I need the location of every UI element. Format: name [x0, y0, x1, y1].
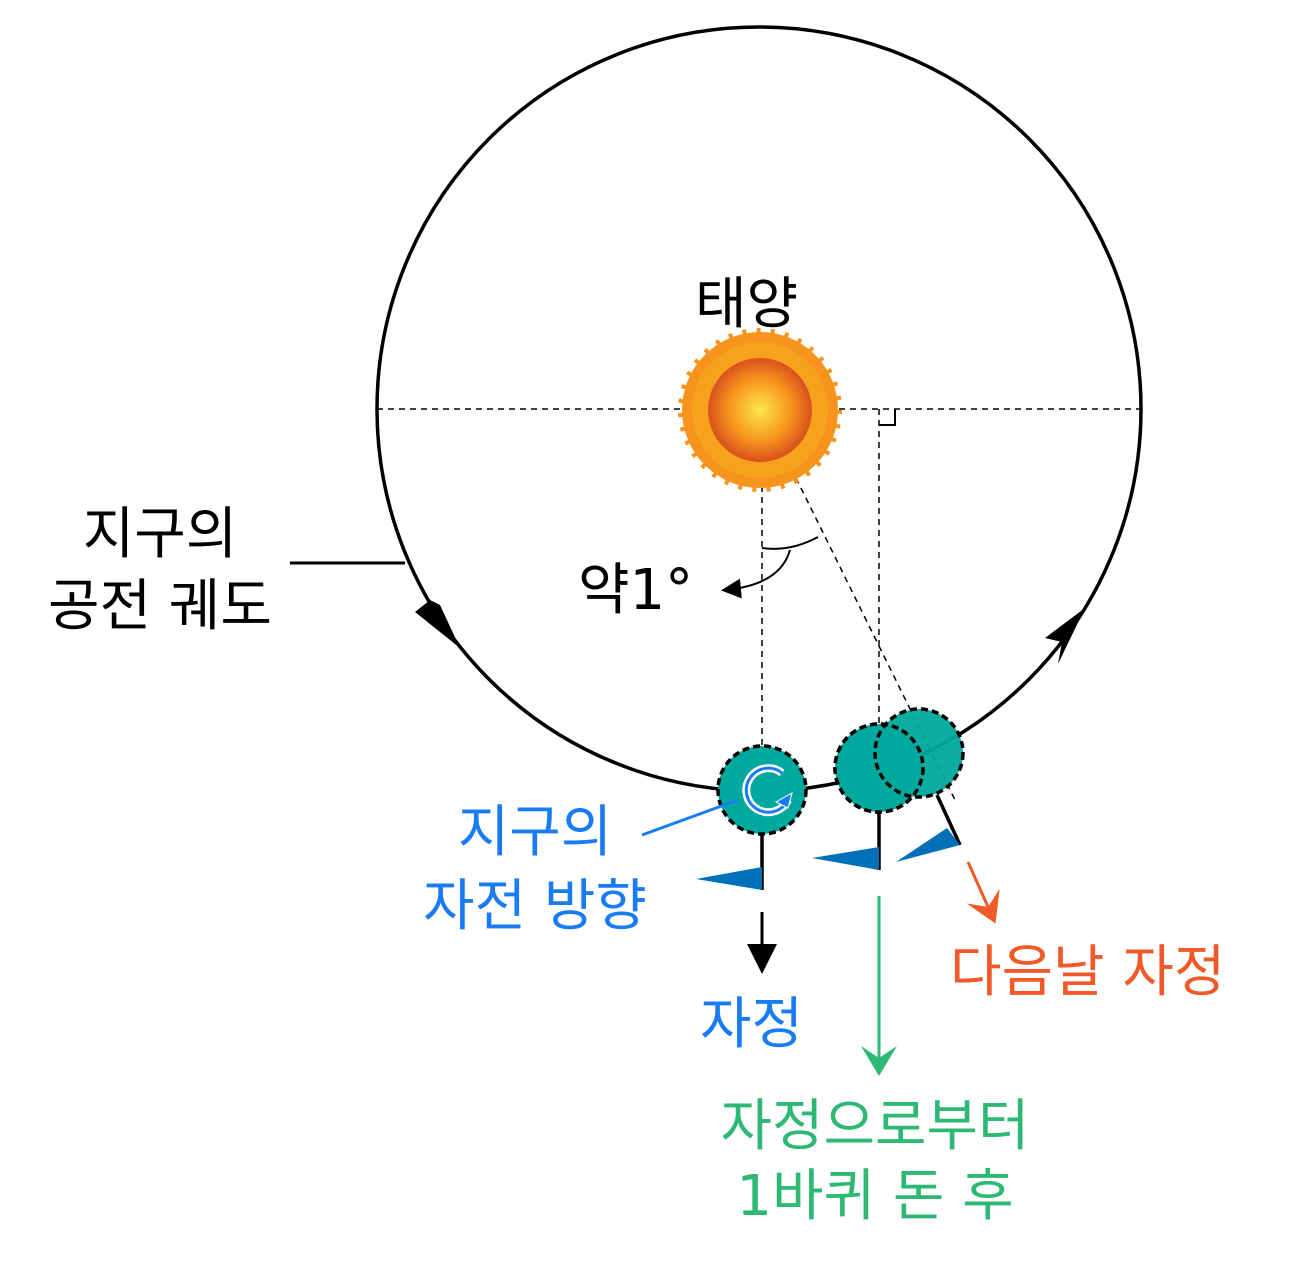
orbit-arrow-left — [415, 600, 460, 648]
next-noon-label: 다음날 자정 — [950, 940, 1226, 1005]
flag-icon — [896, 828, 960, 862]
earth-noon — [696, 744, 808, 890]
noon-label: 자정 — [700, 992, 804, 1057]
orbit-arrow-right — [1045, 608, 1085, 664]
rotation-pointer — [641, 798, 739, 837]
rotation-label-line1: 지구의 — [457, 800, 613, 865]
rotation-label-line2: 자전 방향 — [423, 874, 647, 939]
sun-icon — [678, 328, 842, 492]
earth-next-noon — [833, 707, 965, 862]
sun-label: 태양 — [695, 272, 799, 337]
angle-pointer — [721, 549, 791, 599]
flag-icon — [696, 867, 762, 890]
flag-icon — [812, 847, 879, 870]
one-turn-label-line1: 자정으로부터 — [720, 1094, 1030, 1159]
angle-label: 약1° — [578, 558, 694, 623]
orbit-label-line2: 공전 궤도 — [48, 574, 272, 639]
right-angle-mark-2 — [879, 409, 896, 426]
next-noon-arrow — [966, 861, 1000, 924]
orbit-label-line1: 지구의 — [82, 502, 238, 567]
one-turn-label-line2: 1바퀴 돈 후 — [736, 1164, 1014, 1229]
angle-arc — [761, 536, 819, 550]
